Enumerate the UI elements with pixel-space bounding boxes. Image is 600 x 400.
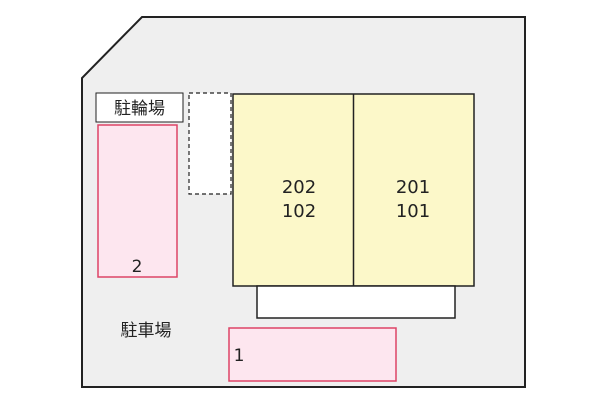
parking-lot-label: 駐車場 [121, 321, 172, 341]
parking-space-1 [228, 327, 397, 382]
parking-space-2 [97, 124, 178, 278]
unit-left-upper-number: 202 [282, 177, 316, 198]
unit-right-upper-number: 201 [396, 177, 430, 198]
unit-right-lower-number: 101 [396, 201, 430, 222]
parking-space-2-number: 2 [132, 257, 143, 277]
unit-left-lower-number: 102 [282, 201, 316, 222]
bicycle-parking-label-box [95, 92, 184, 123]
bicycle-parking-label: 駐輪場 [114, 99, 165, 119]
building-corridor [256, 285, 456, 319]
parking-space-1-number: 1 [234, 346, 245, 366]
bicycle-parking-dashed-area [188, 92, 232, 195]
